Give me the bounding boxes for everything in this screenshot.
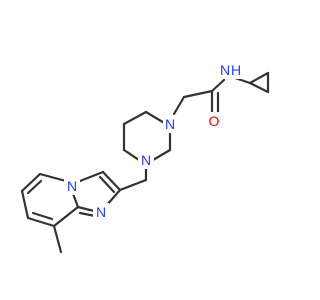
bond-ch2-carbonyl [182,89,214,99]
atom-label-n-piperazine-top: N [165,116,175,132]
bond-py-4 [26,216,56,228]
atom-label-n-bridgehead: N [67,178,77,194]
bond-cp-1 [248,71,270,85]
bond-ch2-linker-c2 [118,178,148,192]
atom-label-h-amide: H [231,62,241,78]
bond-im-n-c8a-double [78,211,97,218]
bond-pip-1 [144,110,168,126]
bond-py-1 [38,172,68,183]
molecule-svg: N H O N N N N [20,61,270,254]
bond-py-2-double [26,179,43,195]
atom-label-n-amide: N [220,62,230,78]
bond-im-c3-n [78,170,105,183]
bond-cp-3 [248,81,270,94]
atom-label-n-piperazine-bottom: N [141,152,151,168]
bond-im-n-c8a [76,205,96,213]
bond-py-2 [20,172,42,193]
bond-methyl [52,224,63,254]
bond-im-c2-c3-double [98,175,116,194]
bond-carbonyl-n [210,78,226,93]
bond-im-c2-c3 [101,170,122,192]
bond-py-3 [20,189,30,220]
atom-label-o-carbonyl: O [209,113,220,129]
bond-pip-4 [122,148,141,162]
bond-pip-2 [122,110,148,126]
bond-py-5 [52,205,80,228]
molecule-structure-diagram: N H O N N N N [20,61,270,254]
bond-py-4-double [31,211,54,221]
atom-label-n-imine: N [96,204,106,220]
bond-npip-ch2 [172,95,186,116]
bond-pip-5 [151,148,172,162]
